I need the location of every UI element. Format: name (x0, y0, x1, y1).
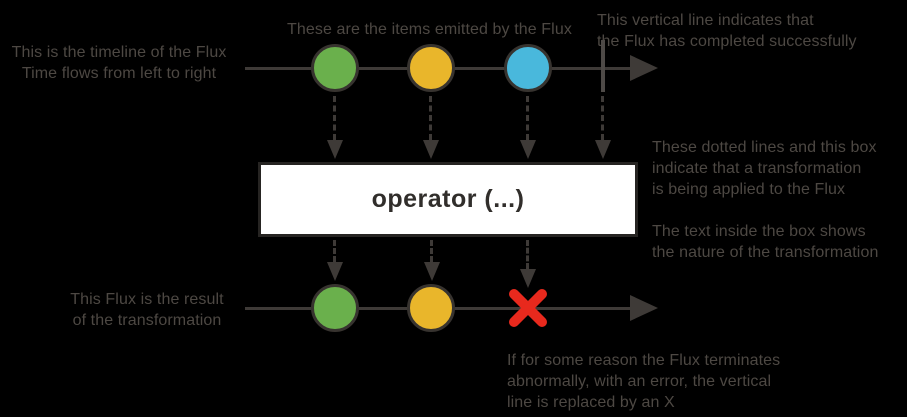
dotted-arrowhead-4-icon (595, 140, 611, 159)
result-item-green-circle (311, 284, 359, 332)
items-note: These are the items emitted by the Flux (287, 21, 572, 38)
complete-note: This vertical line indicates that the Fl… (597, 12, 857, 50)
dotted-arrowhead-6-icon (424, 262, 440, 281)
dotted-line-7 (526, 240, 529, 269)
result-timeline-arrow-icon (630, 295, 658, 321)
emitted-item-green-circle (311, 44, 359, 92)
result-item-yellow-circle (407, 284, 455, 332)
emitted-item-blue-circle (504, 44, 552, 92)
dotted-arrowhead-5-icon (327, 262, 343, 281)
dotted-line-2 (429, 96, 432, 140)
emitted-item-yellow-circle (407, 44, 455, 92)
transform-note: These dotted lines and this box indicate… (652, 139, 877, 198)
dotted-line-5 (333, 240, 336, 262)
operator-label: operator (...) (371, 185, 525, 213)
dotted-arrowhead-3-icon (520, 140, 536, 159)
dotted-line-4 (601, 96, 604, 140)
dotted-arrowhead-7-icon (520, 269, 536, 288)
dotted-arrowhead-2-icon (423, 140, 439, 159)
timeline-note: This is the timeline of the Flux Time fl… (11, 44, 227, 82)
complete-marker-line (601, 40, 605, 92)
result-note: This Flux is the result of the transform… (70, 291, 224, 329)
dotted-line-1 (333, 96, 336, 140)
error-note: If for some reason the Flux terminates a… (507, 352, 781, 411)
dotted-arrowhead-1-icon (327, 140, 343, 159)
dotted-line-6 (430, 240, 433, 262)
dotted-line-3 (526, 96, 529, 140)
box-text-note: The text inside the box shows the nature… (652, 223, 879, 261)
source-timeline-arrow-icon (630, 55, 658, 81)
error-x-icon (509, 289, 547, 327)
operator-box: operator (...) (258, 162, 638, 237)
